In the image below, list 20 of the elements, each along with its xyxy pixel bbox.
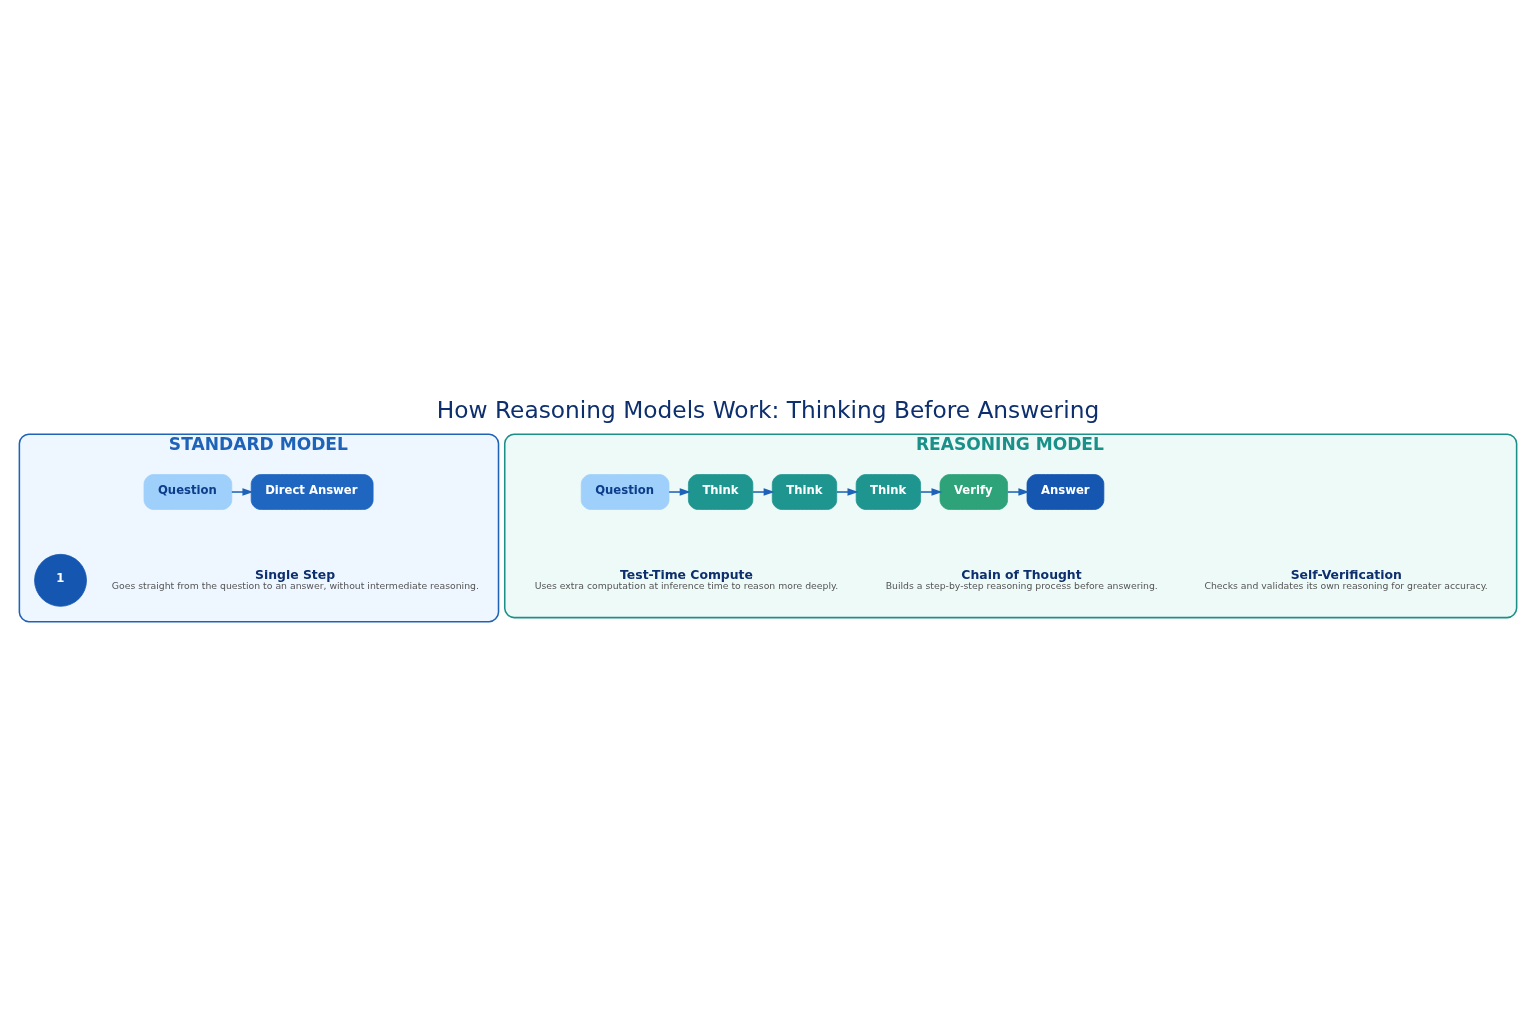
arrow: [668, 488, 691, 496]
arrow: [1007, 488, 1030, 496]
node-box: Verify: [939, 474, 1008, 510]
node-box: Question: [143, 474, 233, 510]
arrow: [752, 488, 775, 496]
arrow: [836, 488, 859, 496]
diagram-title: How Reasoning Models Work: Thinking Before Answering: [436, 395, 1100, 423]
node-box: Direct Answer: [250, 474, 374, 510]
node-box: Think: [688, 474, 754, 510]
node-box: Question: [580, 474, 670, 510]
node-box: Think: [855, 474, 921, 510]
node-text: Chain of Thought Builds a step-by-step reasoning process before answering.: [885, 566, 1158, 591]
node-text: Self-Verification Checks and validates its own reasoning for greater accuracy.: [1204, 566, 1488, 591]
node-text: Test-Time Compute Uses extra computation at inference time to reason more deeply.: [534, 566, 839, 591]
arrow: [919, 488, 943, 496]
node-label: Single Step: [255, 566, 336, 582]
arrow: [231, 488, 254, 496]
node-box: Think: [771, 474, 838, 510]
node-box: Answer: [1026, 474, 1105, 510]
node-circle: 1: [34, 553, 87, 607]
